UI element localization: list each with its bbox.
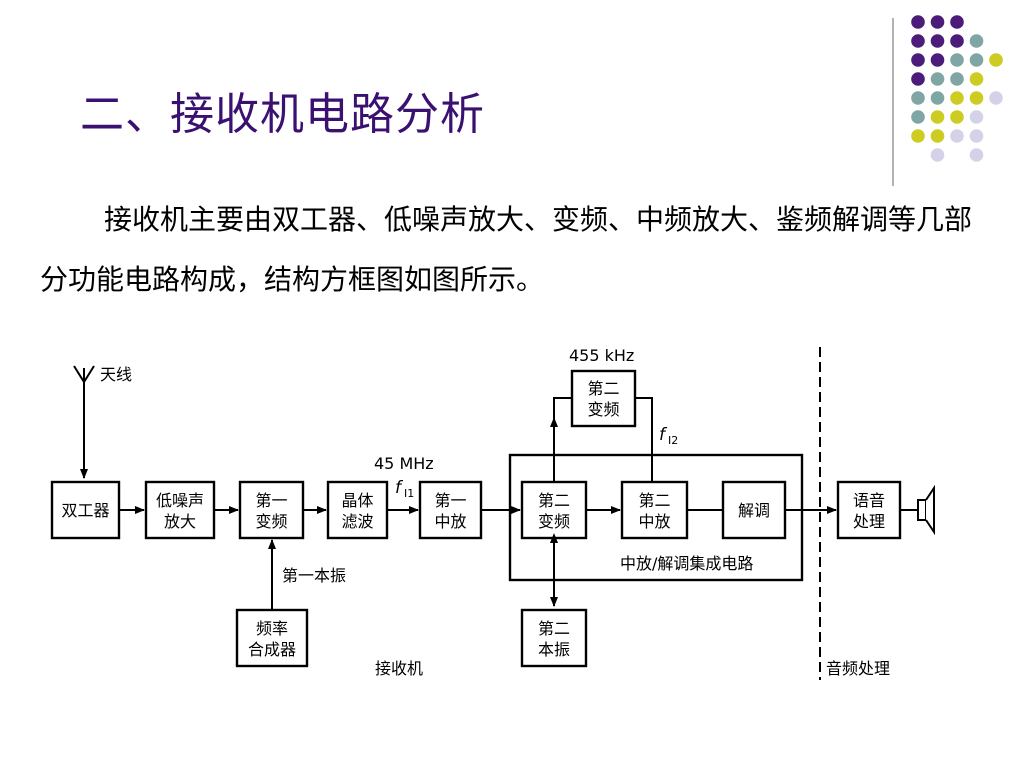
- block-lo2top-line1: 第二: [587, 379, 619, 398]
- body-paragraph: 接收机主要由双工器、低噪声放大、变频、中频放大、鉴频解调等几部分功能电路构成，结…: [40, 203, 973, 296]
- block-lo2-top: 第二 变频: [570, 369, 637, 428]
- block-mixer2-line2: 变频: [538, 512, 570, 531]
- label-f-i2-symbol: f: [659, 425, 668, 445]
- block-duplexer-line1: 双工器: [61, 501, 109, 520]
- label-455khz: 455 kHz: [569, 346, 634, 365]
- label-45mhz: 45 MHz: [374, 454, 434, 473]
- block-if2-line1: 第二: [638, 491, 670, 510]
- decorative-dot: [950, 34, 964, 48]
- block-crystal-line1: 晶体: [341, 491, 373, 510]
- block-lo2-line2: 本振: [538, 640, 570, 659]
- block-crystal-filter: 晶体 滤波: [326, 480, 389, 540]
- block-if1-line2: 中放: [434, 512, 466, 531]
- block-crystal-line2: 滤波: [341, 512, 373, 531]
- decorative-dot: [930, 129, 945, 143]
- decorative-dot: [969, 110, 984, 124]
- decorative-dot: [950, 110, 964, 124]
- decorative-dot: [930, 91, 945, 105]
- decorative-dot: [930, 34, 945, 48]
- block-duplexer: 双工器: [50, 480, 121, 540]
- ic-box-label: 中放/解调集成电路: [620, 554, 753, 573]
- decorative-dot: [911, 91, 925, 105]
- decorative-dot: [911, 72, 925, 86]
- antenna-label: 天线: [100, 365, 132, 384]
- decorative-dot-grid: [892, 15, 1003, 186]
- signal-connectors: [119, 397, 837, 610]
- block-lo2top-line2: 变频: [587, 400, 619, 419]
- label-audio-processing: 音频处理: [826, 659, 890, 678]
- decorative-dot: [930, 53, 945, 67]
- block-lna-line2: 放大: [164, 512, 196, 531]
- decorative-dot: [969, 72, 984, 86]
- block-speech-line1: 语音: [853, 491, 885, 510]
- block-demod-line1: 解调: [738, 501, 770, 520]
- decorative-dot: [911, 53, 925, 67]
- decorative-dot: [969, 53, 984, 67]
- block-mixer2: 第二 变频: [520, 480, 588, 540]
- block-speech-line2: 处理: [853, 512, 885, 531]
- label-lo1: 第一本振: [282, 566, 346, 585]
- decorative-dot: [930, 148, 945, 162]
- block-lna: 低噪声 放大: [144, 480, 216, 540]
- block-speech: 语音 处理: [836, 480, 902, 540]
- block-if1: 第一 中放: [418, 480, 483, 540]
- slide-title: 二、接收机电路分析: [80, 89, 485, 140]
- block-lo2: 第二 本振: [520, 608, 588, 668]
- decorative-dot: [911, 34, 925, 48]
- decorative-dot: [950, 72, 964, 86]
- block-if2: 第二 中放: [620, 480, 689, 540]
- block-if2-line2: 中放: [638, 512, 670, 531]
- block-mixer1-line2: 变频: [255, 512, 287, 531]
- block-mixer2-line1: 第二: [538, 491, 570, 510]
- label-receiver: 接收机: [375, 659, 423, 678]
- slide-body: 接收机主要由双工器、低噪声放大、变频、中频放大、鉴频解调等几部分功能电路构成，结…: [40, 190, 990, 310]
- label-f-i2-subscript: I2: [668, 434, 678, 447]
- block-synthesizer: 频率 合成器: [235, 608, 309, 668]
- decorative-dot: [969, 129, 984, 143]
- decorative-dot: [930, 15, 945, 29]
- label-f-i1-subscript: I1: [404, 487, 414, 500]
- block-mixer1-line1: 第一: [255, 491, 287, 510]
- decorative-dot: [989, 53, 1003, 67]
- decorative-dot: [950, 91, 964, 105]
- block-lna-line1: 低噪声: [156, 491, 204, 510]
- decorative-dot: [969, 148, 984, 162]
- decorative-dot: [911, 15, 925, 29]
- decorative-dot: [969, 34, 984, 48]
- decorative-dot: [911, 110, 925, 124]
- block-mixer1: 第一 变频: [238, 480, 305, 540]
- block-if1-line1: 第一: [434, 491, 466, 510]
- decorative-dot: [989, 91, 1003, 105]
- decorative-dot: [911, 129, 925, 143]
- speaker-icon: [900, 484, 935, 536]
- block-synth-line2: 合成器: [248, 640, 296, 659]
- block-synth-line1: 频率: [256, 619, 288, 638]
- block-demod: 解调: [721, 480, 787, 540]
- label-f-i1-symbol: f: [395, 478, 404, 498]
- decorative-dot: [950, 129, 964, 143]
- antenna-icon: [73, 365, 95, 479]
- decorative-dot: [969, 91, 984, 105]
- decorative-dot: [950, 15, 964, 29]
- decorative-dot: [930, 72, 945, 86]
- block-lo2-line1: 第二: [538, 619, 570, 638]
- decorative-dot: [930, 110, 945, 124]
- decorative-dot: [950, 53, 964, 67]
